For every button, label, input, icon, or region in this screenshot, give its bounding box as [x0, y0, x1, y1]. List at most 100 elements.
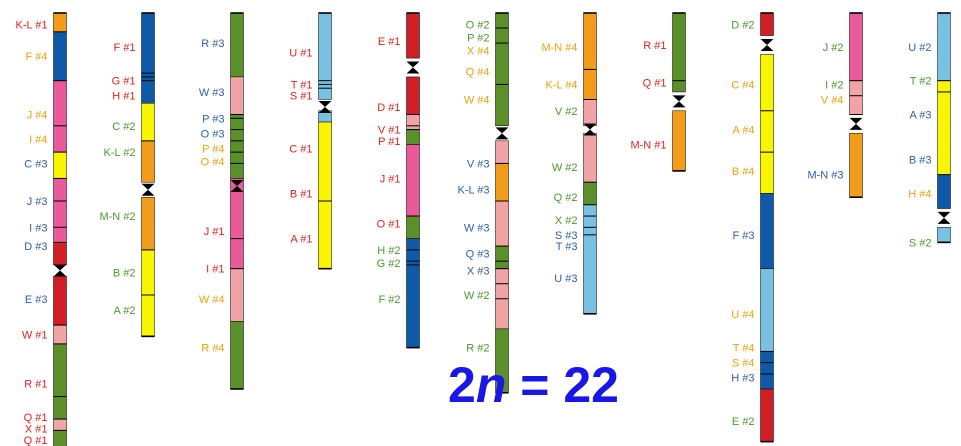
- chromosome-11-centromere-upper: [937, 211, 951, 218]
- chromosome-7-label-4: W #2: [552, 162, 578, 174]
- chromosome-7-label-2: K-L #4: [545, 79, 577, 91]
- chromosome-6-label-12: R #2: [466, 343, 489, 355]
- chromosome-6-segment-2: [495, 140, 509, 164]
- chromosome-9-label-3: A #4: [732, 125, 754, 137]
- chromosome-9-label-7: T #4: [733, 343, 755, 355]
- chromosome-5-segment-4: [406, 129, 420, 145]
- chromosome-7-label-3: V #2: [555, 106, 578, 118]
- chromosome-4-label-2: T #1: [291, 79, 313, 91]
- chromosome-5-segment-2: [406, 76, 420, 115]
- chromosome-1-segment-11: [53, 430, 67, 446]
- chromosome-10-label-4: M-N #3: [807, 170, 843, 182]
- chromosome-6-label-7: K-L #3: [457, 185, 489, 197]
- chromosome-8-label-3: M-N #1: [630, 140, 666, 152]
- chromosome-3-segment-6: [230, 321, 244, 390]
- chromosome-6-label-6: V #3: [467, 158, 490, 170]
- chromosome-1-segment-7: [53, 275, 67, 326]
- chromosome-3-label-3: P #3: [202, 113, 224, 125]
- chromosome-1-label-6: J #3: [27, 196, 48, 208]
- chromosome-9-label-1: D #2: [731, 19, 754, 31]
- chromosome-1-label-14: Q #1: [24, 435, 48, 446]
- chromosome-7-segment-1: [583, 12, 597, 100]
- chromosome-9-segment-2: [760, 54, 774, 194]
- chromosome-1-label-11: R #1: [24, 378, 47, 390]
- chromosome-11-segment-3: [937, 174, 951, 209]
- chromosome-3-segment-3: [230, 114, 244, 179]
- chromosome-5-label-5: J #1: [380, 173, 401, 185]
- chromosome-11-segment-1: [937, 12, 951, 81]
- chromosome-7-label-6: X #2: [555, 215, 578, 227]
- chromosome-6-segment-1: [495, 12, 509, 127]
- chromosome-5-label-1: E #1: [378, 36, 401, 48]
- chromosome-6-label-5: W #4: [464, 94, 490, 106]
- chromosome-3-label-6: O #4: [201, 157, 225, 169]
- chromosome-4-label-4: C #1: [289, 143, 312, 155]
- chromosome-1-label-10: W #1: [22, 329, 48, 341]
- chromosome-3-label-10: R #4: [201, 343, 224, 355]
- chromosome-8-label-2: Q #1: [643, 78, 667, 90]
- chromosome-1-segment-4: [53, 151, 67, 179]
- chromosome-7-centromere-lower: [583, 129, 597, 136]
- chromosome-6-label-2: P #2: [467, 32, 489, 44]
- chromosome-6-segment-4: [495, 200, 509, 247]
- chromosome-10-segment-3: [849, 133, 863, 198]
- chromosome-9-label-8: S #4: [732, 358, 755, 370]
- chromosome-1-segment-10: [53, 418, 67, 431]
- chromosome-1-segment-8: [53, 324, 67, 345]
- chromosome-11-label-4: B #3: [909, 155, 932, 167]
- chromosome-6-label-9: Q #3: [466, 249, 490, 261]
- chromosome-1-label-13: X #1: [25, 423, 48, 435]
- chromosome-5-label-3: V #1: [378, 125, 401, 137]
- chromosome-7-label-9: U #3: [554, 273, 577, 285]
- chromosome-6-centromere-upper: [495, 127, 509, 134]
- chromosome-2-label-3: H #1: [112, 91, 135, 103]
- chromosome-1-segment-6: [53, 242, 67, 266]
- chromosome-5-centromere-lower: [406, 67, 420, 74]
- chromosome-1-label-3: J #4: [27, 110, 48, 122]
- chromosome-2-label-1: F #1: [113, 42, 135, 54]
- chromosome-5-label-9: F #2: [378, 294, 400, 306]
- formula-italic-n: n: [475, 357, 507, 413]
- chromosome-4-label-6: A #1: [290, 234, 312, 246]
- chromosome-5-segment-3: [406, 114, 420, 130]
- chromosome-5-label-7: H #2: [377, 245, 400, 257]
- chromosome-4-label-5: B #1: [290, 188, 313, 200]
- chromosome-9-segment-4: [760, 268, 774, 352]
- chromosome-5-centromere-upper: [406, 61, 420, 68]
- chromosome-8-centromere-upper: [672, 95, 686, 102]
- chromosome-2-segment-2: [141, 102, 155, 142]
- chromosome-11-segment-4: [937, 227, 951, 243]
- chromosome-8-segment-1: [672, 12, 686, 93]
- chromosome-2-segment-4: [141, 196, 155, 251]
- chromosome-9-segment-5: [760, 351, 774, 390]
- chromosome-8-segment-2: [672, 110, 686, 172]
- chromosome-3-segment-1: [230, 12, 244, 78]
- chromosome-11-label-5: H #4: [908, 188, 931, 200]
- chromosome-7-segment-5: [583, 204, 597, 315]
- chromosome-10-label-1: J #2: [823, 42, 844, 54]
- formula-suffix: = 22: [506, 357, 619, 413]
- chromosome-7-label-5: Q #2: [554, 192, 578, 204]
- chromosome-1-centromere-upper: [53, 264, 67, 271]
- chromosome-6-label-11: W #2: [464, 290, 490, 302]
- chromosome-11-centromere-lower: [937, 217, 951, 224]
- chromosome-3-segment-2: [230, 76, 244, 115]
- chromosome-8-label-1: R #1: [643, 40, 666, 52]
- chromosome-9-label-9: H #3: [731, 373, 754, 385]
- chromosome-3-segment-5: [230, 268, 244, 322]
- chromosome-number-formula: 2n = 22: [448, 360, 619, 410]
- chromosome-4-label-1: U #1: [289, 47, 312, 59]
- chromosome-10-label-3: V #4: [821, 94, 844, 106]
- chromosome-1-label-5: C #3: [24, 158, 47, 170]
- chromosome-9-centromere-upper: [760, 38, 774, 45]
- chromosome-7-segment-2: [583, 99, 597, 127]
- chromosome-2-label-4: C #2: [112, 121, 135, 133]
- chromosome-6-centromere-lower: [495, 133, 509, 140]
- chromosome-1-segment-2: [53, 31, 67, 81]
- chromosome-11-segment-2: [937, 80, 951, 175]
- chromosome-5-segment-6: [406, 215, 420, 239]
- chromosome-3-label-5: P #4: [202, 143, 224, 155]
- chromosome-7-label-7: S #3: [555, 230, 578, 242]
- chromosome-10-centromere-upper: [849, 117, 863, 124]
